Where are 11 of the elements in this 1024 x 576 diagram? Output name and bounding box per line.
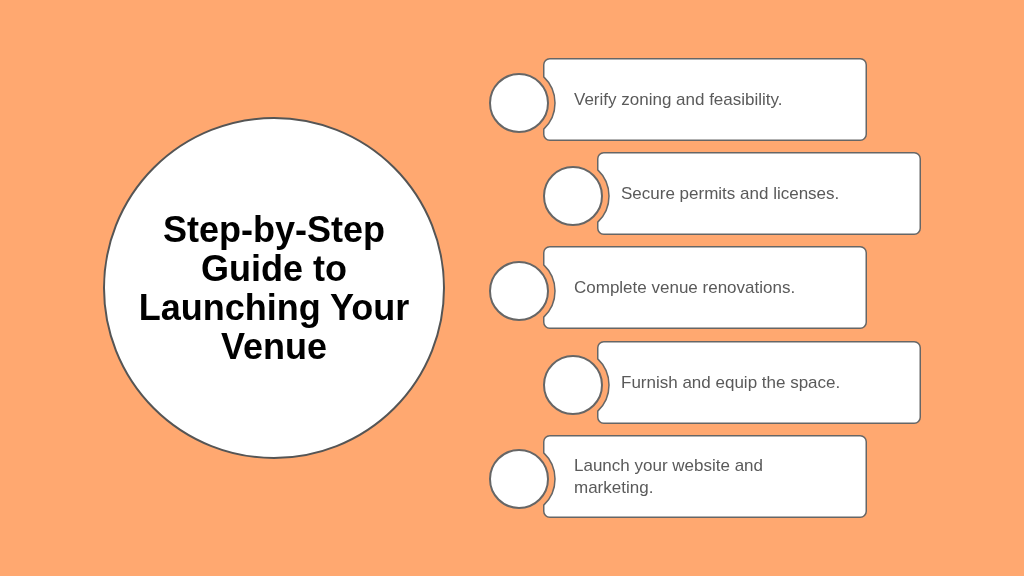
step-card [543, 58, 867, 141]
step-card [597, 341, 921, 424]
step-text: Furnish and equip the space. [621, 371, 842, 394]
step-card [543, 246, 867, 329]
step-text: Secure permits and licenses. [621, 182, 841, 205]
step-text: Verify zoning and feasibility. [574, 88, 784, 111]
step-card [543, 435, 867, 518]
title-text: Step-by-Step Guide to Launching Your Venue [137, 210, 411, 366]
step-card [597, 152, 921, 235]
step-text: Complete venue renovations. [574, 276, 797, 299]
step-text: Launch your website and marketing. [574, 454, 765, 499]
